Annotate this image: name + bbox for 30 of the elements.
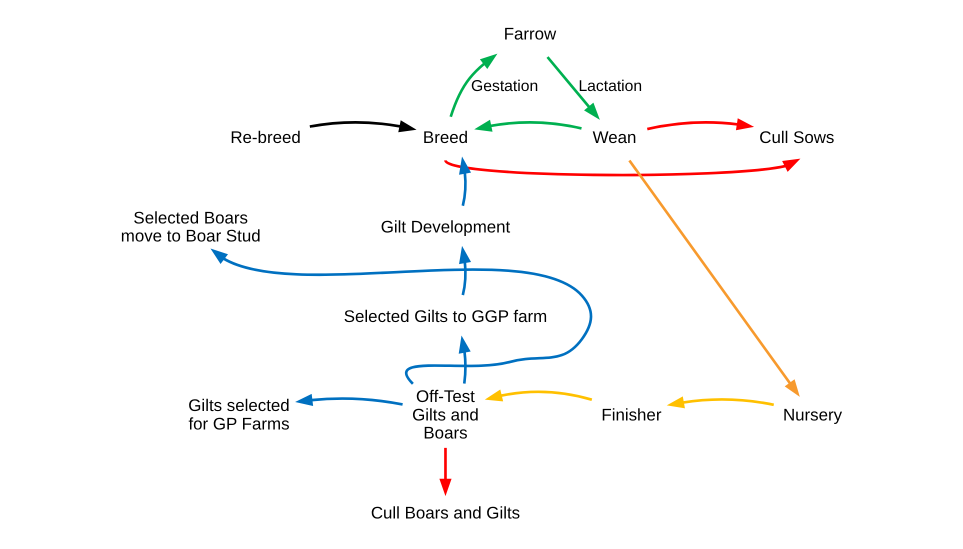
node-text: Breed xyxy=(422,128,468,148)
arrow xyxy=(458,246,471,296)
arrow xyxy=(666,396,774,408)
node-text: Gilt Development xyxy=(380,217,510,236)
node-text: Farrow xyxy=(503,24,556,44)
node-text: Gilts selected for GP Farms xyxy=(188,396,290,434)
arrow xyxy=(438,448,452,496)
node-text: Off-Test Gilts and Boars xyxy=(412,387,478,442)
node-text: Re-breed xyxy=(230,128,300,148)
arrow xyxy=(646,118,754,130)
edge-label: Lactation xyxy=(578,78,642,95)
arrow xyxy=(309,120,416,132)
node-text: Selected Gilts to GGP farm xyxy=(343,306,547,326)
arrow xyxy=(484,390,592,402)
arrow xyxy=(444,158,800,176)
node-text: Cull Boars and Gilts xyxy=(370,504,520,523)
edge-label: Gestation xyxy=(470,78,538,95)
node-text: Wean xyxy=(592,128,636,148)
node-text: Selected Boars move to Boar Stud xyxy=(120,208,260,246)
arrow xyxy=(546,56,600,120)
node-text: Finisher xyxy=(600,405,661,424)
arrow xyxy=(458,156,471,206)
node-text: Nursery xyxy=(782,405,842,424)
arrow xyxy=(474,120,582,132)
arrow xyxy=(210,248,592,385)
arrow xyxy=(628,160,800,397)
node-text: Cull Sows xyxy=(758,128,834,148)
arrow xyxy=(458,335,470,384)
arrow xyxy=(294,394,402,406)
arrow xyxy=(448,54,497,118)
